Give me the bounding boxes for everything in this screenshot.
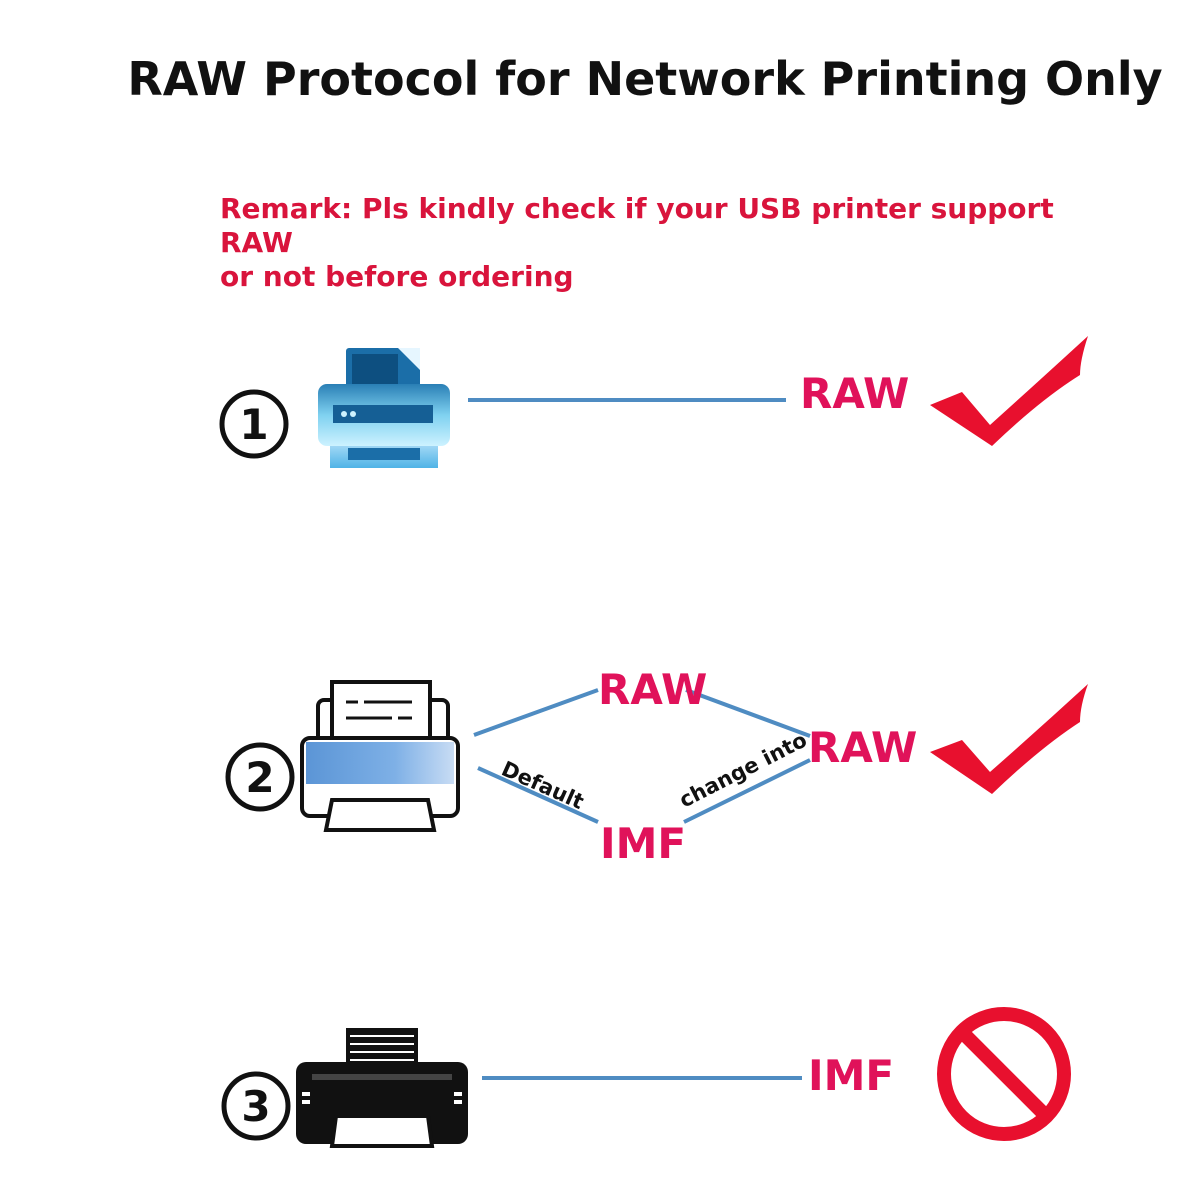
row-2-connector-default <box>477 766 599 824</box>
row-2-default-label: Default <box>498 757 587 814</box>
prohibited-icon <box>937 1007 1071 1141</box>
row-2-connector-to-raw <box>473 688 599 737</box>
row-2-number: 2 <box>225 742 295 812</box>
black-printer-icon <box>296 1028 468 1148</box>
check-icon <box>930 684 1088 794</box>
row-2-number-label: 2 <box>245 753 274 802</box>
row-1-raw-label: RAW <box>800 369 909 418</box>
page-title: RAW Protocol for Network Printing Only <box>127 52 1163 106</box>
remark-line-1: Remark: Pls kindly check if your USB pri… <box>220 192 1054 259</box>
check-icon <box>930 336 1088 446</box>
row-2: 2 RAW IMF RAW Default change into <box>225 665 1088 868</box>
row-2-raw-result-label: RAW <box>808 723 917 772</box>
blue-printer-icon <box>318 348 450 468</box>
remark-text: Remark: Pls kindly check if your USB pri… <box>220 192 1120 294</box>
row-3-number-label: 3 <box>241 1082 270 1131</box>
row-2-connector-change <box>683 758 811 824</box>
row-3: 3 IMF <box>221 1007 1071 1148</box>
row-2-raw-top-label: RAW <box>598 665 707 714</box>
row-1-number: 1 <box>219 389 289 459</box>
row-3-imf-label: IMF <box>808 1051 894 1100</box>
row-3-number: 3 <box>221 1071 291 1141</box>
outline-printer-icon <box>300 680 460 832</box>
row-1: 1 RAW <box>219 336 1088 468</box>
row-2-imf-label: IMF <box>600 819 686 868</box>
row-2-connector-raw-to-result <box>685 688 811 738</box>
remark-line-2: or not before ordering <box>220 260 574 293</box>
row-1-number-label: 1 <box>239 400 268 449</box>
